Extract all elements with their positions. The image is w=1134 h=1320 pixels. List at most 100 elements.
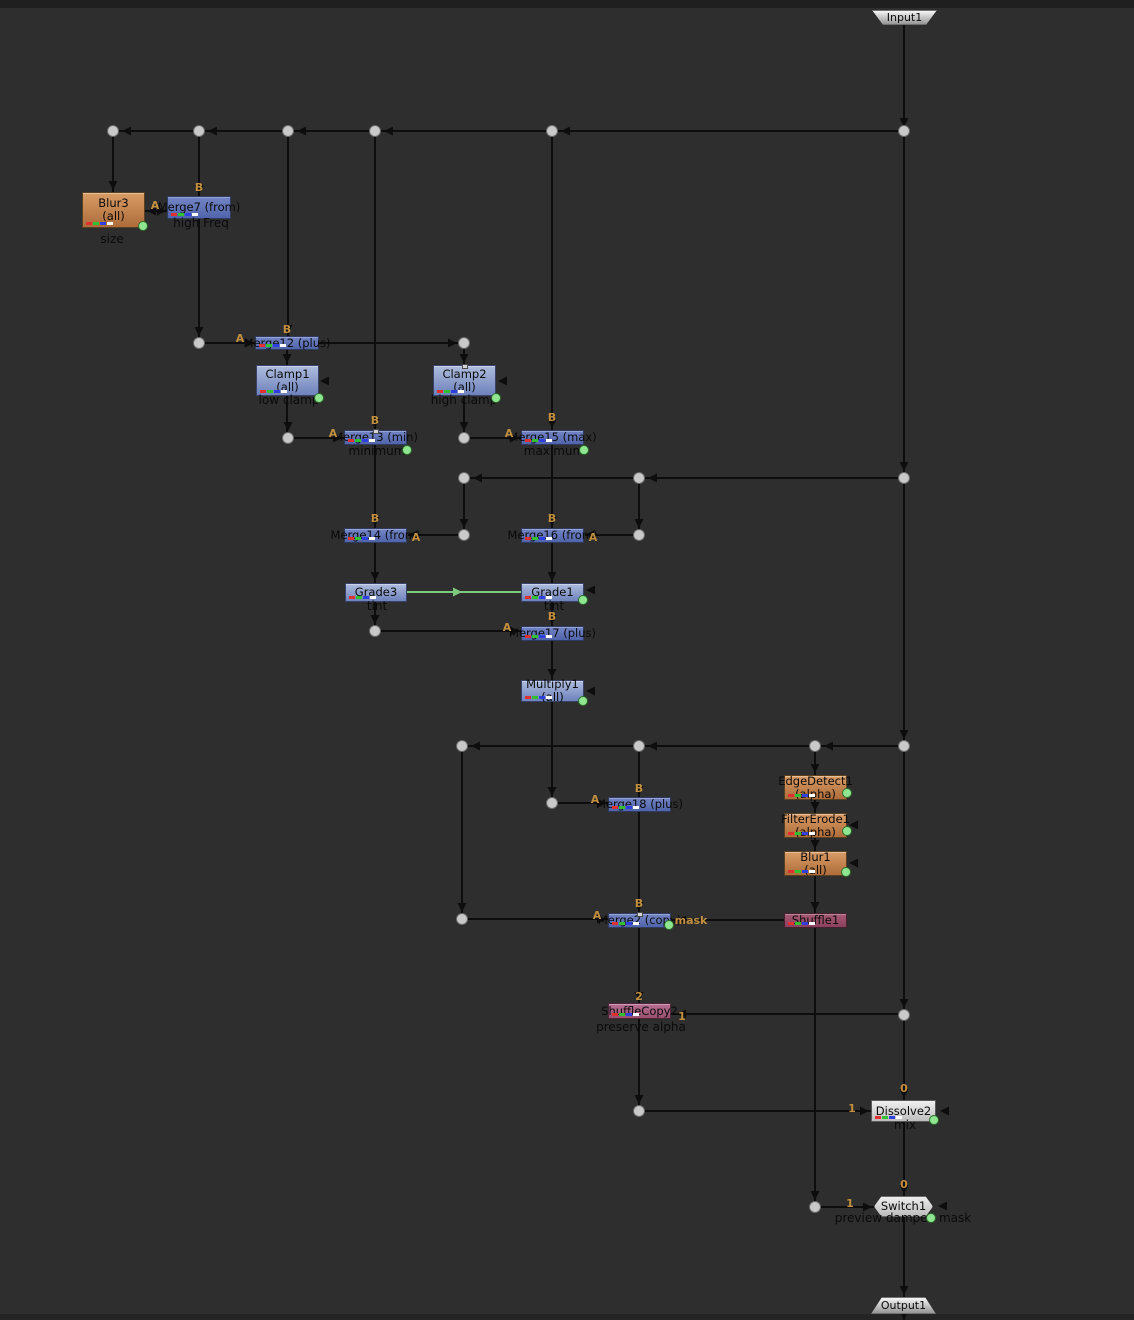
node-sublabel: preserve alpha xyxy=(596,1020,686,1034)
channel-indicator-chips xyxy=(86,222,113,225)
node-title: (all) xyxy=(276,379,299,394)
arrowhead xyxy=(810,802,820,811)
dot-node[interactable] xyxy=(458,337,470,349)
node-blur1[interactable]: Blur1(all) xyxy=(784,849,847,876)
node-multiply1[interactable]: Multiply1(all) xyxy=(521,678,584,704)
dot-node[interactable] xyxy=(898,1009,910,1021)
dot-node[interactable] xyxy=(458,432,470,444)
node-clamp2[interactable]: Clamp2(all) xyxy=(433,364,496,396)
arrowhead xyxy=(547,669,557,678)
input-port-stub[interactable] xyxy=(636,912,643,917)
dot-node[interactable] xyxy=(546,797,558,809)
arrowhead xyxy=(648,473,657,483)
port-label: 0 xyxy=(900,1178,908,1191)
node-merge18[interactable]: Merge18 (plus) xyxy=(596,797,683,812)
arrowhead xyxy=(899,462,909,471)
node-grade3[interactable]: Grade3 xyxy=(345,583,407,602)
arrowhead xyxy=(860,1106,869,1116)
arrowhead xyxy=(940,1106,949,1116)
indicator-dot xyxy=(402,445,412,455)
indicator-dot xyxy=(138,221,148,231)
node-merge16[interactable]: Merge16 (from) xyxy=(508,528,597,543)
dot-node[interactable] xyxy=(633,529,645,541)
port-label: A xyxy=(503,621,512,634)
node-filtererode1[interactable]: FilterErode1(alpha) xyxy=(781,812,850,838)
arrowhead xyxy=(282,354,292,363)
dot-node[interactable] xyxy=(633,740,645,752)
channel-indicator-chips xyxy=(525,635,552,638)
node-title: Dissolve2 xyxy=(875,1103,932,1118)
arrowhead xyxy=(677,915,686,925)
node-title: Merge12 (plus) xyxy=(243,335,331,350)
node-dissolve2[interactable]: Dissolve2 xyxy=(871,1100,936,1122)
dot-node[interactable] xyxy=(369,625,381,637)
node-title: Clamp1 xyxy=(265,366,310,381)
node-clamp1[interactable]: Clamp1(all) xyxy=(256,365,319,396)
node-merge14[interactable]: Merge14 (from) xyxy=(331,528,420,543)
node-merge13[interactable]: Merge13 (min) xyxy=(333,429,418,445)
indicator-dot xyxy=(842,788,852,798)
node-title: Blur1 xyxy=(800,849,831,864)
dot-node[interactable] xyxy=(456,740,468,752)
arrowhead xyxy=(547,517,557,526)
dot-node[interactable] xyxy=(809,740,821,752)
channel-indicator-chips xyxy=(525,696,552,699)
dot-node[interactable] xyxy=(107,125,119,137)
node-title: Merge7 (from) xyxy=(157,200,241,214)
arrowhead xyxy=(810,902,820,911)
arrowhead xyxy=(453,587,462,597)
arrowhead xyxy=(586,585,595,595)
dot-node[interactable] xyxy=(193,337,205,349)
node-output1[interactable]: Output1 xyxy=(871,1297,936,1314)
dot-node[interactable] xyxy=(633,472,645,484)
dot-node[interactable] xyxy=(193,125,205,137)
node-sublabel: low clamp xyxy=(259,393,320,407)
node-shufflecopy2[interactable]: ShuffleCopy2 xyxy=(601,1003,678,1019)
port-label: B xyxy=(283,323,291,336)
dot-node[interactable] xyxy=(809,1201,821,1213)
arrowhead xyxy=(547,787,557,796)
dot-node[interactable] xyxy=(369,125,381,137)
node-shuffle1[interactable]: Shuffle1 xyxy=(784,913,847,928)
dot-node[interactable] xyxy=(282,125,294,137)
arrowhead xyxy=(370,419,380,428)
node-title: Switch1 xyxy=(880,1199,927,1213)
port-label: B xyxy=(635,897,643,910)
node-merge17[interactable]: Merge17 (plus) xyxy=(509,626,596,641)
port-label: 0 xyxy=(900,1082,908,1095)
input-port-stub[interactable] xyxy=(461,364,468,369)
node-blur3[interactable]: Blur3(all) xyxy=(82,192,145,228)
dot-node[interactable] xyxy=(898,740,910,752)
dot-node[interactable] xyxy=(546,125,558,137)
input-port-stub[interactable] xyxy=(372,429,379,434)
arrowhead xyxy=(899,118,909,127)
dot-node[interactable] xyxy=(898,125,910,137)
node-edgedetect1[interactable]: EdgeDetect1(alpha) xyxy=(778,774,853,800)
dot-node[interactable] xyxy=(898,472,910,484)
dot-node[interactable] xyxy=(458,529,470,541)
node-grade1[interactable]: Grade1 xyxy=(521,583,584,602)
dot-node[interactable] xyxy=(282,432,294,444)
node-title: Merge13 (min) xyxy=(333,430,418,444)
arrowhead xyxy=(634,902,644,911)
dot-node[interactable] xyxy=(456,913,468,925)
port-label: A xyxy=(236,332,245,345)
node-switch1[interactable]: Switch1 xyxy=(874,1196,933,1217)
dot-node[interactable] xyxy=(633,1105,645,1117)
indicator-dot xyxy=(578,595,588,605)
node-input1[interactable]: Input1 xyxy=(872,10,937,25)
node-merge7[interactable]: Merge7 (from) xyxy=(158,196,240,219)
node-title: (all) xyxy=(453,379,476,394)
node-merge15[interactable]: Merge15 (max) xyxy=(508,430,597,445)
node-merge12[interactable]: Merge12 (plus) xyxy=(244,336,330,350)
arrowhead xyxy=(370,615,380,624)
node-sublabel: high clamp xyxy=(431,393,498,407)
arrowhead xyxy=(498,376,507,386)
dot-node[interactable] xyxy=(458,472,470,484)
arrowhead xyxy=(448,338,457,348)
port-label: 1 xyxy=(678,1010,686,1023)
indicator-dot xyxy=(664,920,674,930)
node-title: (all) xyxy=(541,690,564,704)
arrowhead xyxy=(899,1185,909,1194)
